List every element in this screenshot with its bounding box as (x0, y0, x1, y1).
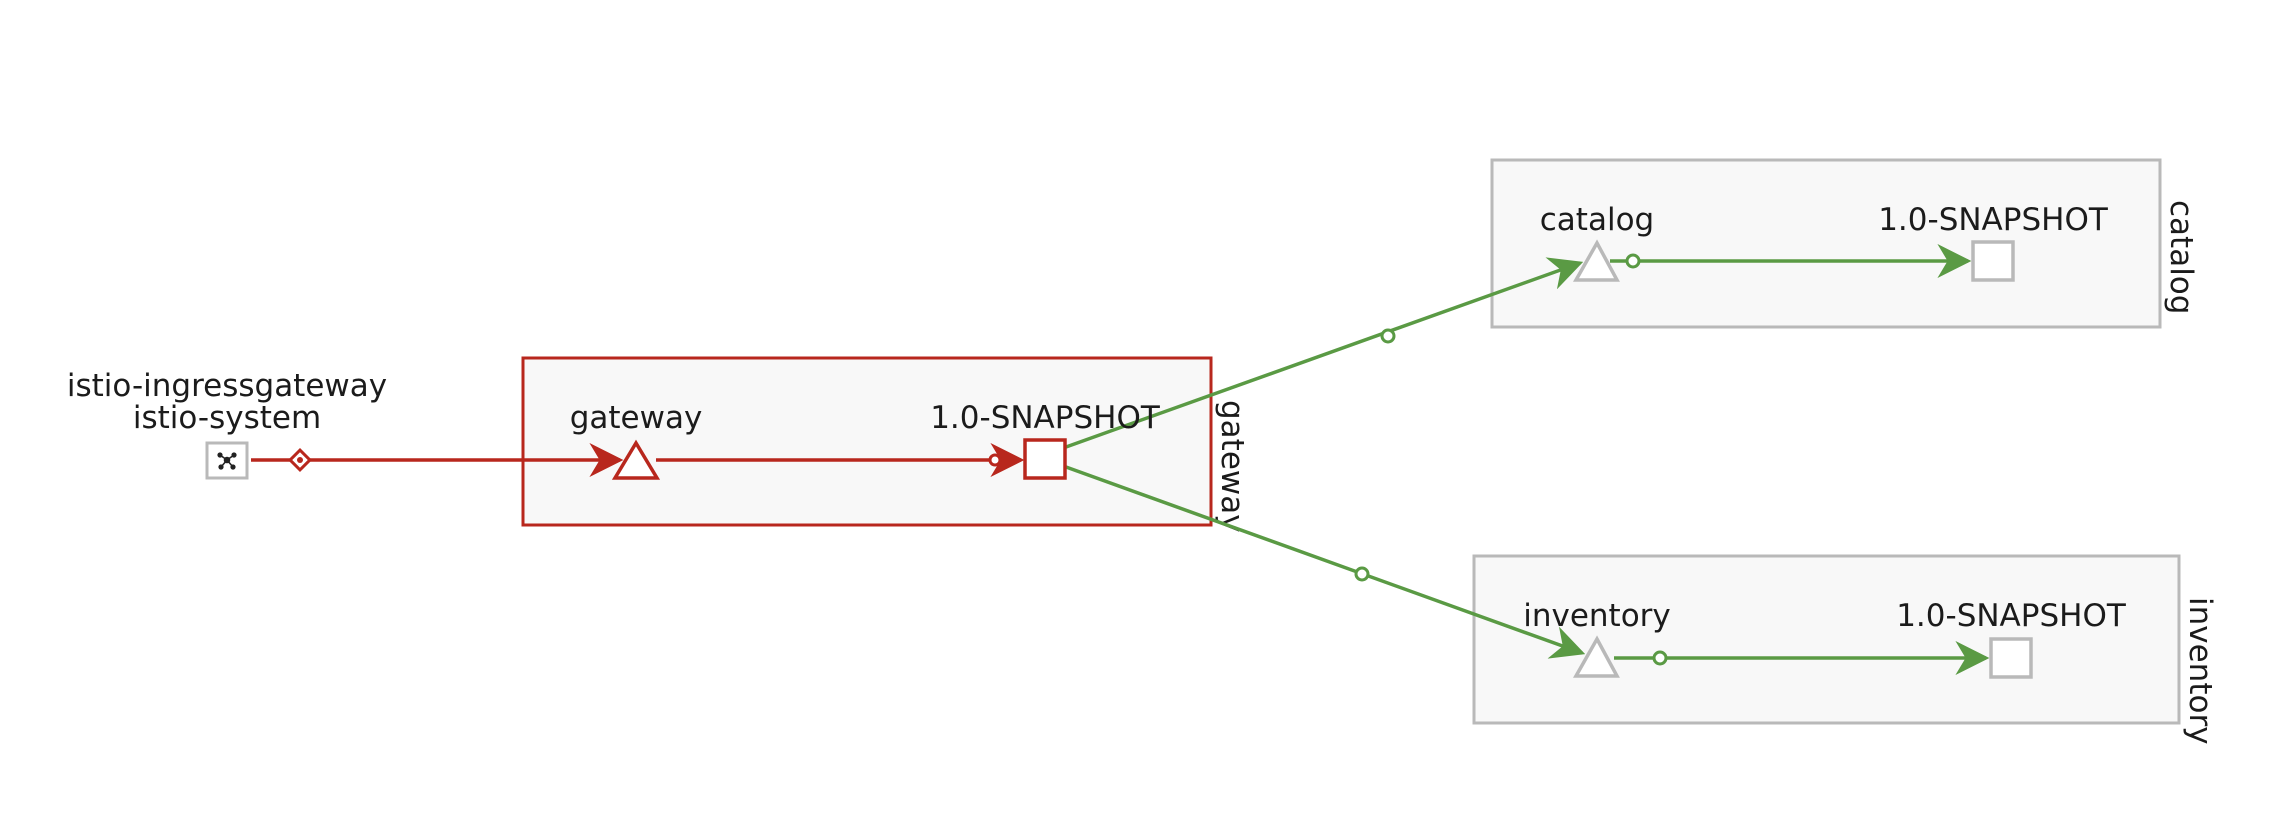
node-gateway-version[interactable]: 1.0-SNAPSHOT (930, 400, 1161, 480)
edge-ingress-to-gateway-service[interactable] (251, 443, 624, 477)
node-inventory-version[interactable]: 1.0-SNAPSHOT (1896, 598, 2127, 679)
node-inventory-service[interactable]: inventory (1523, 598, 1671, 678)
workload-square-icon (1023, 438, 1067, 480)
edge-gateway-to-catalog[interactable] (1065, 257, 1584, 449)
inventory-service-label: inventory (1523, 598, 1671, 634)
app-box-label-inventory: inventory (2182, 597, 2218, 745)
edge-catalog-service-to-version[interactable] (1610, 244, 1972, 278)
node-catalog-version[interactable]: 1.0-SNAPSHOT (1878, 202, 2109, 282)
edge-gateway-to-inventory[interactable] (1065, 465, 1586, 659)
node-catalog-service[interactable]: catalog (1540, 202, 1654, 282)
service-triangle-icon (1572, 239, 1620, 282)
istio-mesh-icon (217, 452, 237, 470)
service-triangle-icon (1572, 635, 1620, 678)
catalog-service-label: catalog (1540, 202, 1654, 238)
edge-gateway-service-to-version[interactable] (656, 443, 1025, 477)
service-triangle-icon (611, 439, 661, 480)
inventory-version-label: 1.0-SNAPSHOT (1896, 598, 2127, 634)
workload-square-icon (1971, 240, 2015, 282)
node-gateway-service[interactable]: gateway (570, 400, 703, 480)
app-box-inventory[interactable]: inventory (1472, 554, 2218, 745)
app-box-catalog[interactable]: catalog (1490, 158, 2199, 329)
edge-inventory-service-to-version[interactable] (1614, 641, 1990, 675)
ingress-namespace-label: istio-system (133, 400, 321, 436)
app-box-gateway[interactable]: gateway (521, 356, 1250, 533)
gateway-version-label: 1.0-SNAPSHOT (930, 400, 1161, 436)
workload-square-icon (1989, 637, 2033, 679)
catalog-version-label: 1.0-SNAPSHOT (1878, 202, 2109, 238)
ingress-workload-label: istio-ingressgateway (67, 368, 387, 404)
node-istio-ingressgateway[interactable]: istio-ingressgateway istio-system (67, 368, 387, 480)
gateway-service-label: gateway (570, 400, 703, 436)
app-box-label-catalog: catalog (2163, 200, 2199, 314)
app-box-label-gateway: gateway (1214, 400, 1250, 533)
